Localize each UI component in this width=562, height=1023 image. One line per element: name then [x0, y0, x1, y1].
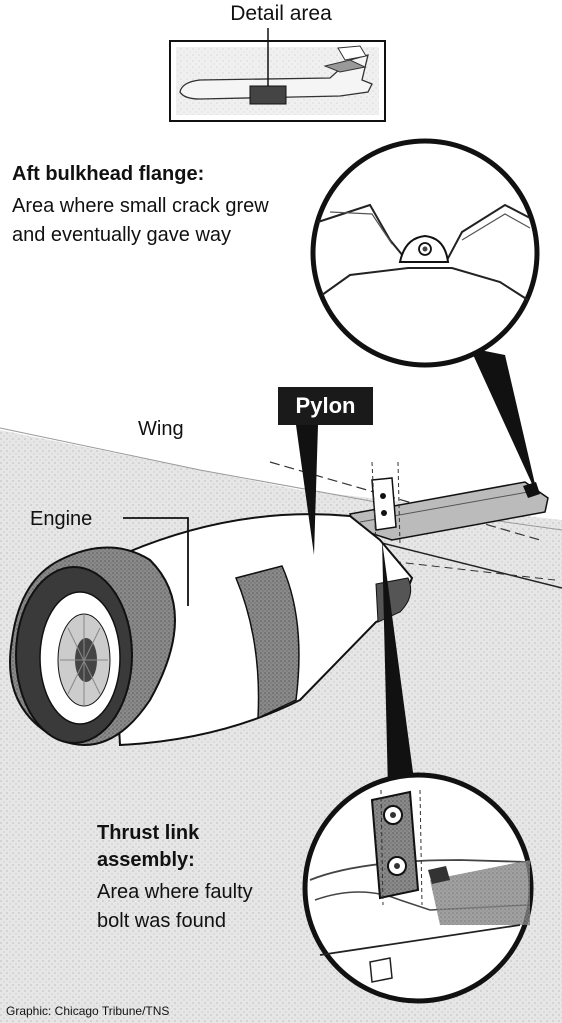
aft-bulkhead-description: Area where small crack grew and eventual… — [12, 195, 269, 246]
thrust-link-callout — [302, 772, 534, 1004]
thrust-link-pointer — [382, 540, 414, 790]
wing-label: Wing — [138, 418, 184, 440]
engine-label: Engine — [30, 508, 93, 530]
engine-nacelle — [9, 513, 414, 747]
thrust-link-title: Thrust link assembly: — [97, 822, 200, 871]
thrust-link-description: Area where faulty bolt was found — [97, 881, 253, 932]
graphic-credit: Graphic: Chicago Tribune/TNS — [6, 1004, 170, 1018]
detail-area-title: Detail area — [230, 2, 332, 25]
aft-bulkhead-callout — [310, 138, 540, 497]
pylon-structure — [348, 461, 549, 546]
aft-bulkhead-title: Aft bulkhead flange: — [12, 163, 205, 185]
engine-leader-line — [123, 517, 189, 606]
pylon-label: Pylon — [278, 387, 373, 425]
detail-area-plane — [169, 28, 386, 122]
pylon-pointer — [296, 425, 318, 555]
